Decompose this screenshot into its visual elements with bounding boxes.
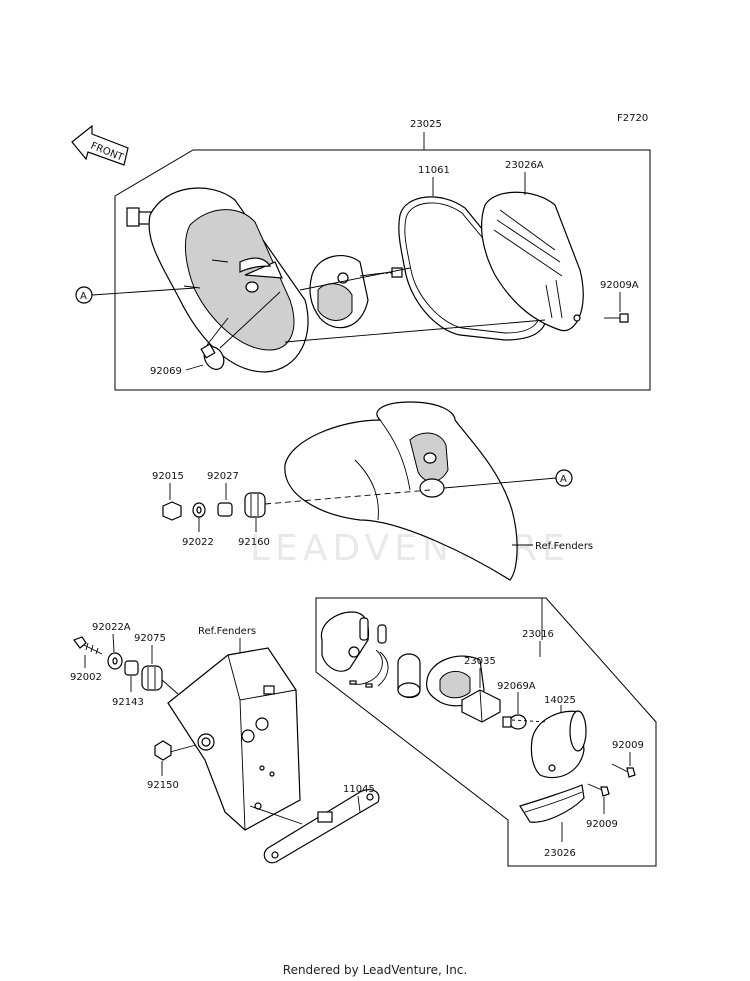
part-label-92009-a: 92009 xyxy=(612,740,644,751)
bulb-holder xyxy=(425,655,485,707)
nut-92015 xyxy=(162,501,182,521)
part-label-11061: 11061 xyxy=(418,165,450,176)
ref-fenders-label-1: Ref.Fenders xyxy=(535,541,593,552)
part-label-92015: 92015 xyxy=(152,471,184,482)
assembly-23025-frame xyxy=(114,149,651,391)
screw-92009-upper xyxy=(611,763,636,778)
part-label-92027: 92027 xyxy=(207,471,239,482)
part-label-23026: 23026 xyxy=(544,848,576,859)
license-bracket xyxy=(167,647,301,831)
collar-92027 xyxy=(217,502,233,517)
cover-23026 xyxy=(519,784,585,823)
wire-connector xyxy=(126,207,152,227)
part-label-92009A: 92009A xyxy=(600,280,639,291)
collar-92143 xyxy=(124,660,139,676)
screw-92009-lower xyxy=(587,783,610,797)
part-label-23026A: 23026A xyxy=(505,160,544,171)
screw-92002 xyxy=(73,636,103,655)
part-label-92002: 92002 xyxy=(70,672,102,683)
taillight-housing xyxy=(148,187,309,373)
footer-credit: Rendered by LeadVenture, Inc. xyxy=(282,963,468,977)
part-label-11045: 11045 xyxy=(343,784,375,795)
lens-23026A xyxy=(480,191,584,332)
part-label-92143: 92143 xyxy=(112,697,144,708)
part-label-92150: 92150 xyxy=(147,780,179,791)
callout-a-upper: A xyxy=(75,286,93,304)
part-label-23025: 23025 xyxy=(410,119,442,130)
front-arrow-icon: FRONT xyxy=(71,124,129,166)
washer-92022A xyxy=(107,652,123,670)
ref-fenders-label-2: Ref.Fenders xyxy=(198,626,256,637)
rear-fender xyxy=(284,401,518,581)
socket-23035 xyxy=(397,653,421,699)
clip-23035 xyxy=(461,689,501,723)
watermark: LEADVENTURE xyxy=(250,528,570,569)
part-label-92022: 92022 xyxy=(182,537,214,548)
svg-text:A: A xyxy=(560,474,567,485)
svg-text:A: A xyxy=(80,291,87,302)
license-light-base xyxy=(320,611,387,672)
bulb-socket xyxy=(309,254,369,329)
part-label-92075: 92075 xyxy=(134,633,166,644)
gasket-11061 xyxy=(398,196,547,341)
part-label-92069: 92069 xyxy=(150,366,182,377)
part-label-92009-b: 92009 xyxy=(586,819,618,830)
part-label-23035: 23035 xyxy=(464,656,496,667)
part-label-23016: 23016 xyxy=(522,629,554,640)
callout-a-lower: A xyxy=(555,469,573,487)
bulb-92069A xyxy=(502,714,527,730)
lens-cover-14025 xyxy=(530,710,587,779)
license-plate-holder-11045 xyxy=(263,789,380,864)
washer-92022 xyxy=(192,502,206,518)
grommet-92075 xyxy=(141,665,163,691)
screw-92009A xyxy=(604,313,629,323)
bulb-92069 xyxy=(200,343,225,370)
part-label-92160: 92160 xyxy=(238,537,270,548)
part-label-14025: 14025 xyxy=(544,695,576,706)
part-label-92069A: 92069A xyxy=(497,681,536,692)
bolt-92150 xyxy=(154,740,197,761)
grommet-92160 xyxy=(244,492,266,518)
diagram-code: F2720 xyxy=(617,113,648,124)
assembly-23016-frame xyxy=(315,597,657,867)
part-label-92022A: 92022A xyxy=(92,622,131,633)
